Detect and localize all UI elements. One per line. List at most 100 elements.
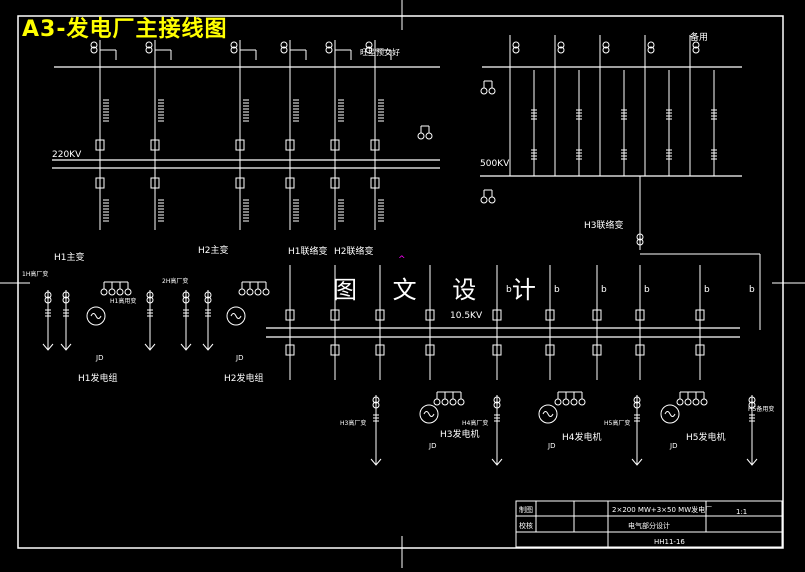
aux-stack-low-3 — [746, 395, 758, 466]
transformer-coil — [365, 46, 373, 54]
title-block-checked-by: 校核 — [519, 521, 533, 530]
ground-arrow — [746, 458, 758, 466]
transformer-coil — [602, 46, 610, 54]
indicator-bulb — [562, 398, 570, 406]
equipment-group — [42, 35, 761, 466]
breaker — [370, 139, 380, 151]
breaker — [150, 177, 160, 189]
feeder-220-2 — [230, 40, 257, 230]
bulb-set-7 — [480, 80, 496, 95]
feeder-500-0 — [509, 35, 537, 176]
generator-symbol — [660, 404, 680, 424]
generator-wave — [664, 411, 676, 417]
indicator-bulb — [100, 288, 108, 296]
ground-arrow — [180, 343, 192, 351]
title-block — [515, 500, 783, 548]
aux-stack-1 — [60, 290, 72, 351]
generator-symbol — [419, 404, 439, 424]
breaker — [285, 139, 295, 151]
label-t2-station: 2H高厂变 — [162, 277, 188, 285]
label-bus-10kv: 10.5KV — [450, 311, 483, 321]
indicator-bulb — [457, 398, 465, 406]
ground-arrow — [491, 458, 503, 466]
bulb-set-6 — [417, 125, 433, 140]
label-jd: JD — [669, 442, 677, 450]
transformer-coil — [62, 291, 70, 299]
breaker — [695, 309, 705, 321]
aux-stack-low-1 — [491, 395, 503, 466]
generator-wave — [230, 313, 242, 319]
generator-h2 — [226, 306, 246, 326]
transformer-coil — [230, 46, 238, 54]
ground-arrow — [370, 458, 382, 466]
breaker — [425, 344, 435, 356]
indicator-bulb — [700, 398, 708, 406]
generator-wave — [423, 411, 435, 417]
transformer-coil — [647, 46, 655, 54]
breaker — [330, 344, 340, 356]
label-group: 旺型预女好备用220KV500KV10.5KVH1主变H2主变1H高厂变H1高用… — [22, 31, 774, 546]
feeder-10-3 — [425, 265, 435, 380]
transformer-coil — [636, 233, 644, 241]
transformer-coil — [280, 41, 288, 49]
transformer-coil — [372, 396, 380, 404]
generator-wave — [90, 313, 102, 319]
label-jd: JD — [547, 442, 555, 450]
indicator-bulb — [480, 196, 488, 204]
cursor-marker: ^ — [398, 255, 406, 265]
indicator-bulb — [441, 398, 449, 406]
transformer-coil — [145, 46, 153, 54]
title-block-subtitle: 电气部分设计 — [628, 521, 670, 530]
label-jd: JD — [235, 354, 243, 362]
feeder-220-3 — [280, 40, 307, 230]
breaker — [375, 344, 385, 356]
breaker — [375, 309, 385, 321]
breaker — [330, 139, 340, 151]
breaker — [370, 177, 380, 189]
transformer-coil — [633, 401, 641, 409]
feeder-10-5 — [545, 265, 555, 380]
breaker — [285, 309, 295, 321]
label-aux-backup: H5备用变 — [748, 405, 774, 413]
feeder-500-2 — [599, 35, 627, 176]
transformer-coil — [602, 41, 610, 49]
feeder-220-4 — [325, 40, 352, 230]
title-block-drawn-by: 制图 — [519, 505, 533, 514]
aux-stack-low-2 — [631, 395, 643, 466]
bulb-set-2 — [238, 281, 270, 296]
generator-symbol — [86, 306, 106, 326]
transformer-coil — [647, 41, 655, 49]
bulb-set-1 — [100, 281, 132, 296]
breaker — [635, 309, 645, 321]
breaker — [492, 344, 502, 356]
label-b-mark: b — [749, 285, 755, 295]
transformer-coil — [146, 291, 154, 299]
label-jd: JD — [428, 442, 436, 450]
indicator-bulb — [417, 132, 425, 140]
watermark-text: 图 文 设 计 — [333, 276, 550, 304]
breaker — [425, 309, 435, 321]
transformer-coil — [372, 401, 380, 409]
indicator-bulb — [488, 87, 496, 95]
label-s4: H4高厂变 — [462, 419, 488, 427]
transformer-coil — [692, 46, 700, 54]
indicator-bulb — [116, 288, 124, 296]
bulb-set-5 — [676, 391, 708, 406]
feeder-10-1 — [330, 265, 340, 380]
breaker — [235, 139, 245, 151]
transformer-coil — [146, 296, 154, 304]
bulb-set-8 — [480, 189, 496, 204]
drawing-title: A3-发电厂主接线图 — [22, 17, 228, 42]
label-backup-line: 旺型预女好 — [360, 47, 400, 57]
transformer-coil — [230, 41, 238, 49]
indicator-bulb — [449, 398, 457, 406]
label-g3: H3发电机 — [440, 428, 480, 440]
transformer-coil — [182, 296, 190, 304]
label-tie3: H3联络变 — [584, 219, 624, 231]
generator-symbol — [226, 306, 246, 326]
breaker — [95, 139, 105, 151]
transformer-coil — [280, 46, 288, 54]
feeder-220-1 — [145, 40, 172, 230]
transformer-coil — [90, 41, 98, 49]
